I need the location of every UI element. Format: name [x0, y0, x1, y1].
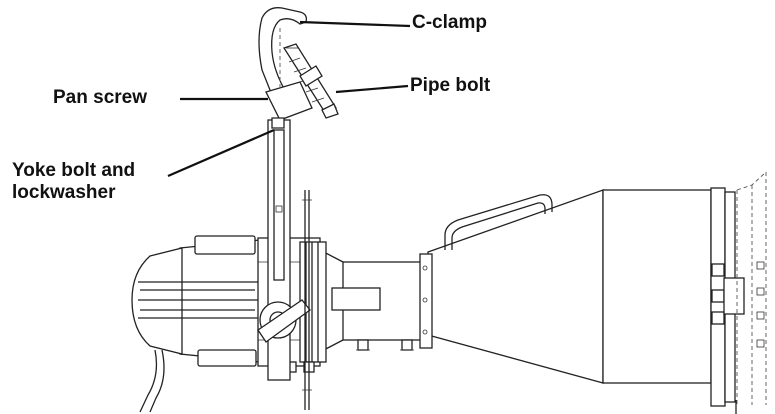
c-clamp-assembly — [258, 7, 339, 129]
label-pan-screw: Pan screw — [53, 87, 147, 108]
leader-lines — [167, 20, 411, 178]
label-yoke-bolt-line1: Yoke bolt and — [12, 160, 136, 181]
lens-barrel — [427, 189, 712, 384]
shutter-assembly — [319, 249, 433, 353]
leader-yoke-bolt — [167, 128, 275, 178]
label-c-clamp: C-clamp — [412, 12, 487, 33]
leader-pipe-bolt — [335, 84, 409, 94]
lamp-housing — [131, 235, 261, 413]
label-yoke-bolt-line2: lockwasher — [12, 182, 116, 203]
leader-c-clamp — [299, 20, 411, 28]
label-pipe-bolt: Pipe bolt — [410, 75, 491, 96]
gel-frame-holder — [710, 171, 767, 414]
yoke — [257, 119, 312, 410]
